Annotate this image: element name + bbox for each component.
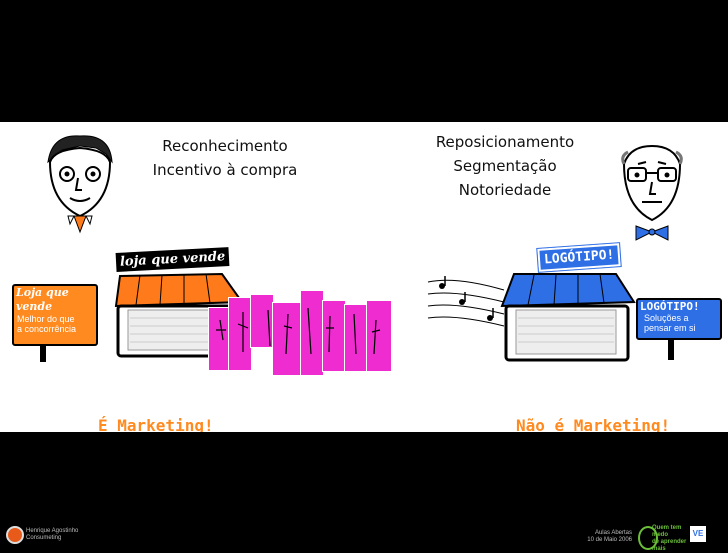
poster-figures-scribble xyxy=(216,307,381,355)
left-bullet-purchase-incentive: Incentivo à compra xyxy=(152,161,298,179)
right-side-sign-line2: pensar em si xyxy=(644,323,696,333)
footer-author: Henrique Agostinho xyxy=(26,528,79,534)
verdict-right: Não é Marketing! xyxy=(516,416,671,432)
footer-slogan-line4: mais xyxy=(652,546,666,552)
right-sign-post xyxy=(668,338,674,360)
right-bullet-segmentation: Segmentação xyxy=(453,157,557,175)
left-side-sign: Loja que vende Melhor do que a concorrên… xyxy=(12,284,98,346)
right-side-sign-title: LOGÓTIPO! xyxy=(640,300,700,313)
right-awning-sign: LOGÓTIPO! xyxy=(536,241,623,274)
left-side-sign-title: Loja que vende xyxy=(16,286,69,313)
left-side-sign-line2: a concorrência xyxy=(17,324,77,334)
old-man-illustration xyxy=(621,144,683,241)
footer-left-credit: Henrique Agostinho Consumeting xyxy=(26,528,78,542)
pink-poster-8 xyxy=(366,300,392,372)
footer-partner-logo: VE xyxy=(690,526,706,542)
right-side-sign-line1: Soluções a xyxy=(644,313,689,323)
footer-slogan-line3: de aprender xyxy=(652,539,687,545)
right-bullet-awareness: Notoriedade xyxy=(458,181,552,199)
left-sign-post xyxy=(40,344,46,362)
left-side-sign-line1: Melhor do que xyxy=(17,314,75,324)
footer-right-info: Aulas Abertas 10 de Maio 2006 xyxy=(566,530,632,544)
footer-slogan: Quem tem medo de aprender mais xyxy=(652,525,686,553)
footer-course: Consumeting xyxy=(26,535,62,541)
right-shop-illustration xyxy=(500,273,636,362)
slide-canvas: Reconhecimento Incentivo à compra Reposi… xyxy=(0,122,728,432)
left-bullet-recognition: Reconhecimento xyxy=(162,137,288,155)
footer-event: Aulas Abertas xyxy=(594,530,632,536)
verdict-left: É Marketing! xyxy=(98,416,214,432)
footer-brand-logo xyxy=(6,526,24,544)
left-awning-sign: loja que vende xyxy=(115,247,230,272)
footer-slogan-line2: medo xyxy=(652,532,669,538)
footer-slogan-line1: Quem tem xyxy=(652,525,682,531)
right-bullet-list: Reposicionamento Segmentação Notoriedade xyxy=(415,130,595,202)
right-side-sign: LOGÓTIPO! Soluções a pensar em si xyxy=(636,298,722,340)
footer-date: 10 de Maio 2006 xyxy=(587,537,632,543)
left-bullet-list: Reconhecimento Incentivo à compra xyxy=(140,134,310,182)
happy-man-illustration xyxy=(47,135,113,234)
right-bullet-repositioning: Reposicionamento xyxy=(435,133,575,151)
music-notes-illustration xyxy=(427,276,505,327)
